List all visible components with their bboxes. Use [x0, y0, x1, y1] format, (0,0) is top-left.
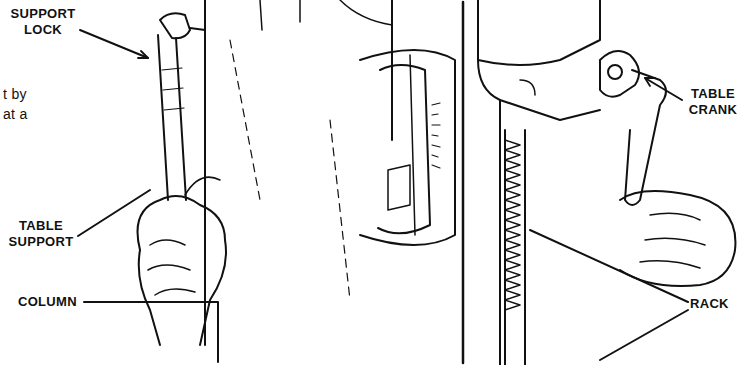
part-label: TABLE SUPPORT	[4, 218, 78, 250]
part-label: TABLE CRANK	[684, 86, 742, 118]
part-label: RACK	[690, 296, 740, 312]
cut-off-text: at a	[3, 106, 43, 122]
cut-off-text: t by	[3, 86, 43, 102]
part-label: SUPPORT LOCK	[4, 6, 82, 38]
part-label: COLUMN	[18, 294, 84, 310]
